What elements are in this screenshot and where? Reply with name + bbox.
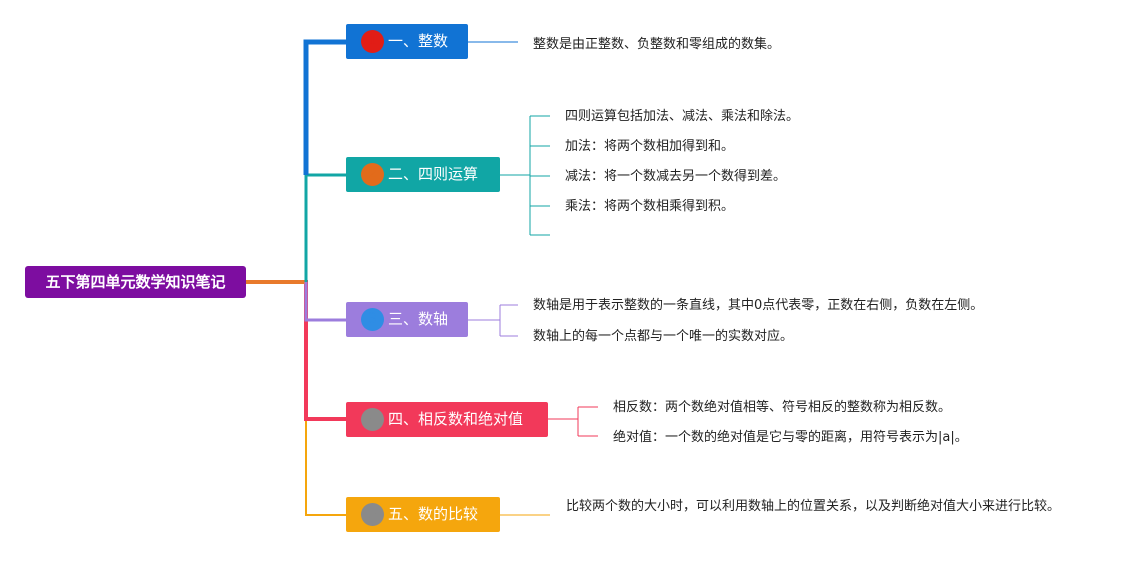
branch-label: 五、数的比较 bbox=[388, 505, 479, 523]
branch-number-comparison[interactable]: 5 五、数的比较 bbox=[346, 497, 500, 532]
leaf-integer-definition: 整数是由正整数、负整数和零组成的数集。 bbox=[533, 37, 781, 52]
leaf-addition: 加法：将两个数相加得到和。 bbox=[565, 139, 735, 154]
number-badge: 1 bbox=[361, 30, 384, 53]
number-badge: 3 bbox=[361, 308, 384, 331]
connector-root-branch1 bbox=[303, 39, 346, 175]
branch-label: 三、数轴 bbox=[388, 310, 449, 328]
branch-label: 四、相反数和绝对值 bbox=[388, 410, 524, 428]
leaf-number-line-points: 数轴上的每一个点都与一个唯一的实数对应。 bbox=[533, 329, 794, 344]
leaf-operations-overview: 四则运算包括加法、减法、乘法和除法。 bbox=[565, 109, 800, 124]
branch-label: 一、整数 bbox=[388, 32, 449, 50]
connector-branch3-leaves bbox=[468, 304, 518, 337]
connector-root-branch5 bbox=[246, 281, 346, 516]
leaf-comparison-method: 比较两个数的大小时，可以利用数轴上的位置关系，以及判断绝对值大小来进行比较。 bbox=[566, 499, 1061, 514]
connector-root-branch4 bbox=[246, 280, 346, 421]
connector-root-branch3 bbox=[304, 282, 346, 322]
branch-label: 二、四则运算 bbox=[388, 165, 479, 183]
branch-number-line[interactable]: 3 三、数轴 bbox=[346, 302, 468, 337]
number-badge: 4 bbox=[361, 408, 384, 431]
leaf-number-line-definition: 数轴是用于表示整数的一条直线，其中0点代表零，正数在右侧，负数在左侧。 bbox=[533, 298, 984, 313]
leaf-multiplication: 乘法：将两个数相乘得到积。 bbox=[565, 199, 735, 214]
connector-branch4-leaves bbox=[548, 406, 598, 437]
connector-root-branch2 bbox=[304, 173, 346, 282]
branch-integers[interactable]: 1 一、整数 bbox=[346, 24, 468, 59]
leaf-opposite-number: 相反数：两个数绝对值相等、符号相反的整数称为相反数。 bbox=[613, 400, 952, 415]
connector-branch2-leaves bbox=[500, 115, 550, 236]
leaf-subtraction: 减法：将一个数减去另一个数得到差。 bbox=[565, 169, 787, 184]
root-node[interactable]: 五下第四单元数学知识笔记 bbox=[25, 266, 246, 298]
number-badge: 5 bbox=[361, 503, 384, 526]
branch-opposite-absolute[interactable]: 4 四、相反数和绝对值 bbox=[346, 402, 548, 437]
leaf-absolute-value: 绝对值：一个数的绝对值是它与零的距离，用符号表示为|a|。 bbox=[613, 430, 968, 445]
number-badge: 2 bbox=[361, 163, 384, 186]
branch-four-operations[interactable]: 2 二、四则运算 bbox=[346, 157, 500, 192]
root-title: 五下第四单元数学知识笔记 bbox=[45, 273, 226, 291]
